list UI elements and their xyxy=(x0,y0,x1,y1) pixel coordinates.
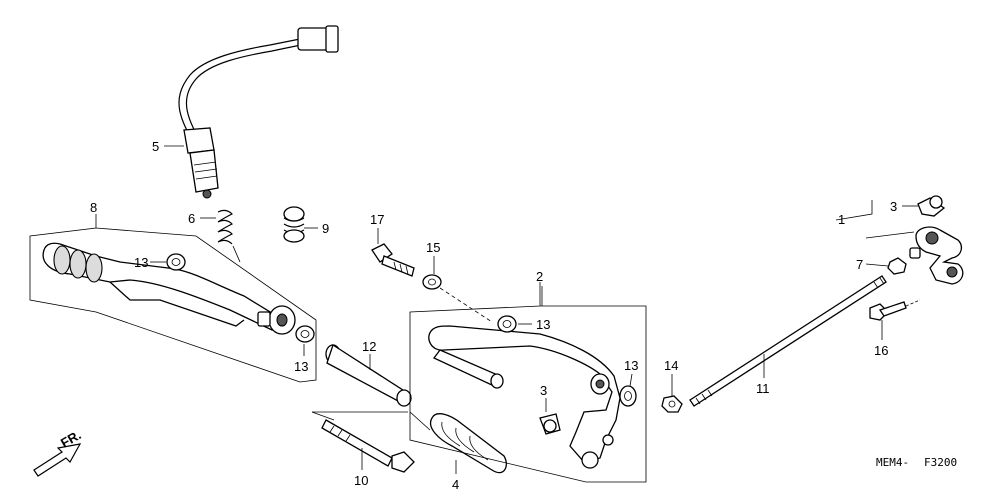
label-part-13d: 13 xyxy=(624,358,638,373)
label-part-2: 2 xyxy=(536,269,543,284)
label-part-3a: 3 xyxy=(890,199,897,214)
label-part-7: 7 xyxy=(856,257,863,272)
label-part-15: 15 xyxy=(426,240,440,255)
label-part-6: 6 xyxy=(188,211,195,226)
label-part-12: 12 xyxy=(362,339,376,354)
assembly-lines xyxy=(311,411,431,431)
spring-9 xyxy=(283,206,305,243)
label-part-5: 5 xyxy=(152,139,159,154)
label-part-1: 1 xyxy=(838,212,845,227)
diagram-code-left: MEM4- xyxy=(876,456,909,469)
label-part-10: 10 xyxy=(354,473,368,488)
washer-15 xyxy=(422,274,493,323)
bolt-10 xyxy=(321,419,415,473)
shift-pedal-group xyxy=(29,214,317,383)
label-part-9: 9 xyxy=(322,221,329,236)
footpeg-rubber-4 xyxy=(429,413,507,474)
leader-lines xyxy=(150,145,918,474)
nut-14 xyxy=(661,395,683,413)
label-part-13c: 13 xyxy=(536,317,550,332)
label-part-11: 11 xyxy=(756,381,770,396)
label-part-13a: 13 xyxy=(134,255,148,270)
label-part-13b: 13 xyxy=(294,359,308,374)
diagram-code-right: F3200 xyxy=(924,456,957,469)
label-part-17: 17 xyxy=(370,212,384,227)
bracket-group xyxy=(409,282,647,483)
spring-6 xyxy=(217,209,241,263)
label-part-8: 8 xyxy=(90,200,97,215)
label-part-14: 14 xyxy=(664,358,678,373)
front-direction-arrow: FR. xyxy=(33,427,84,477)
part-labels: 5 6 9 8 13 13 17 15 2 13 12 3 13 14 11 1… xyxy=(90,139,897,492)
rod-joint-1 xyxy=(835,195,964,321)
label-part-3b: 3 xyxy=(540,383,547,398)
label-part-4: 4 xyxy=(452,477,459,492)
bolt-17 xyxy=(371,243,415,277)
pivot-shaft-12 xyxy=(325,344,412,407)
sensor-assembly xyxy=(178,25,339,199)
label-part-16: 16 xyxy=(874,343,888,358)
diagram-code: MEM4- F3200 xyxy=(876,456,957,469)
shift-rod-11 xyxy=(689,275,887,407)
